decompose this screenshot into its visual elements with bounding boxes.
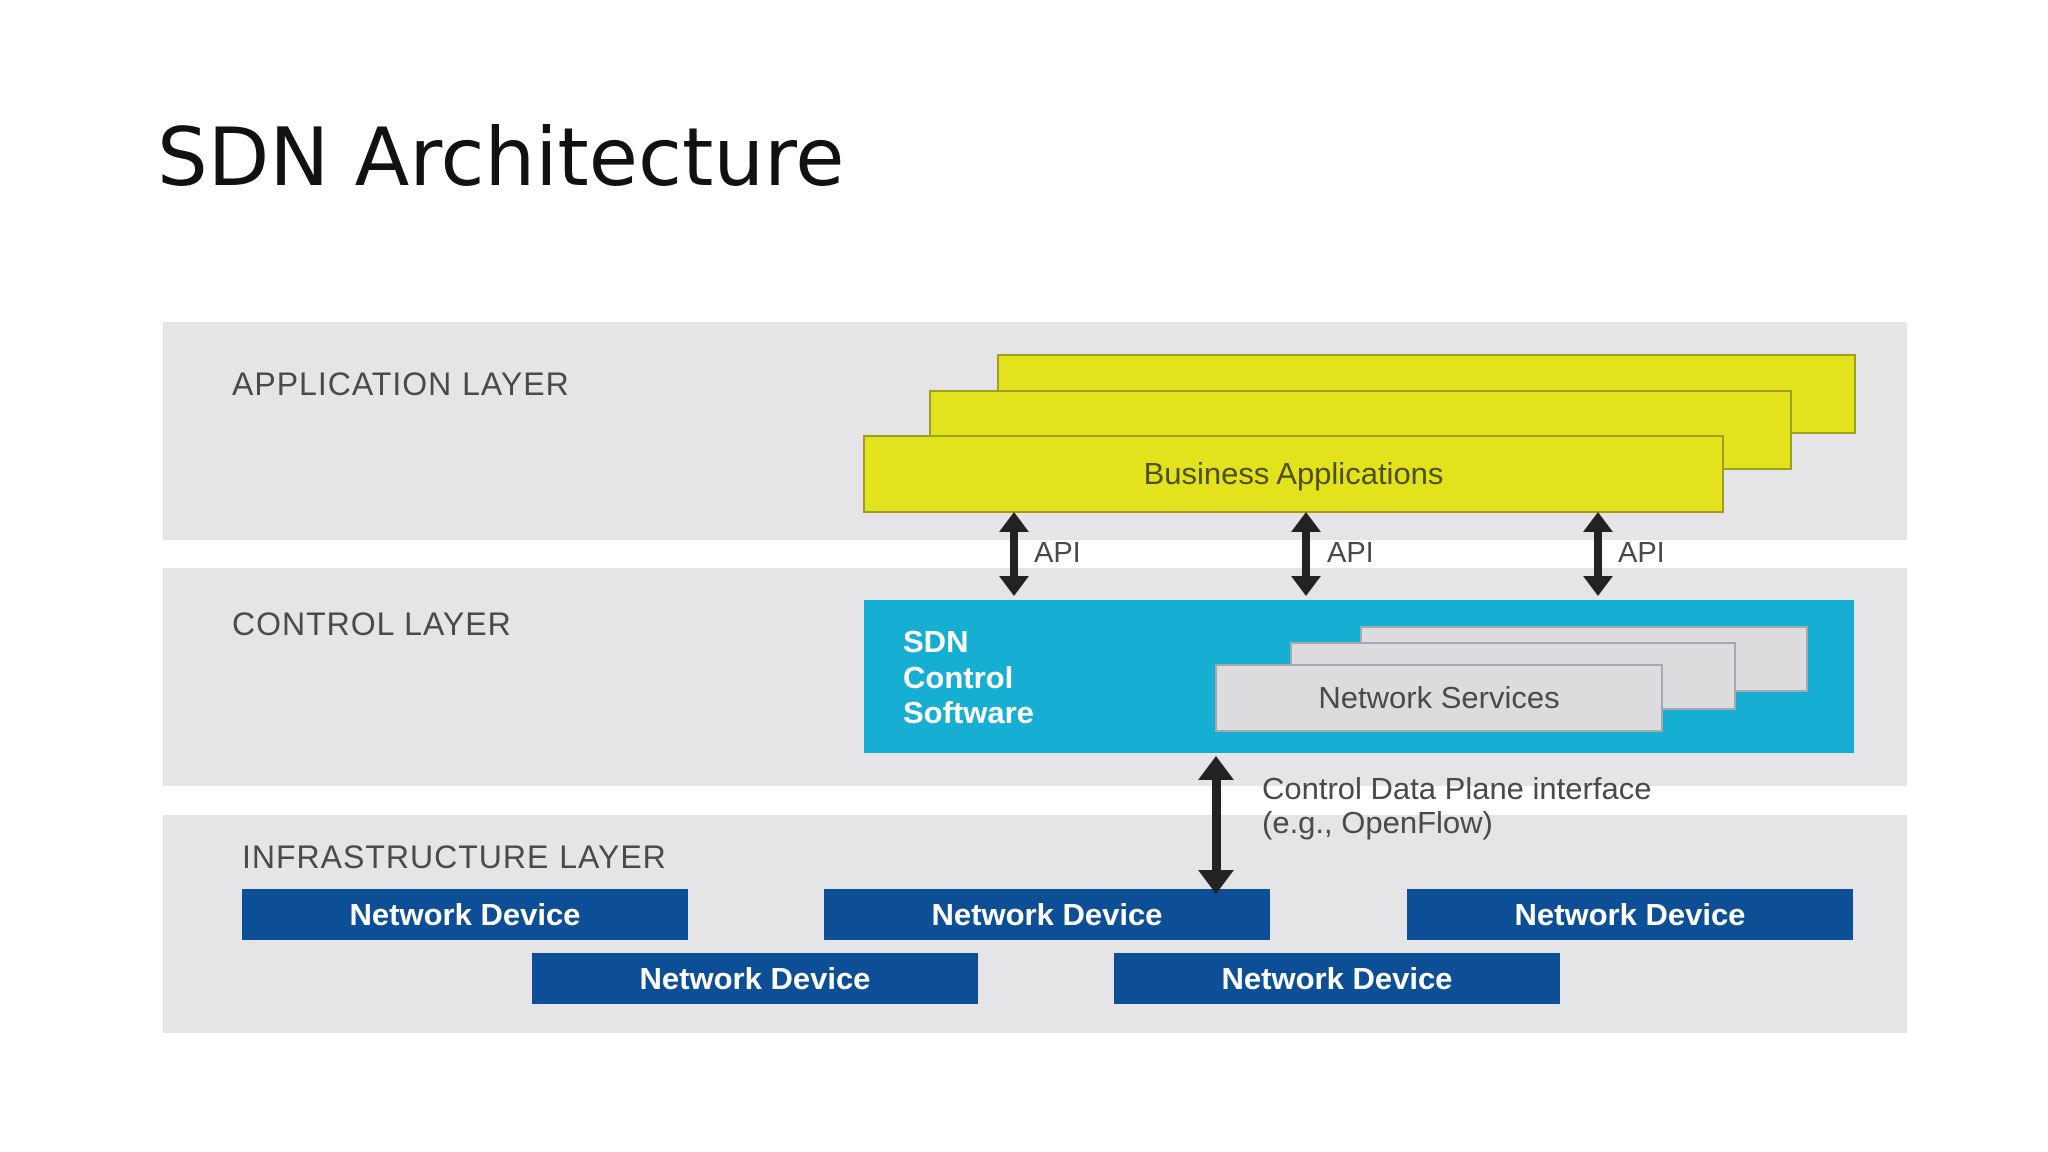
sdn-control-software-line-3: Software [903, 695, 1034, 731]
network-device-label: Network Device [1514, 896, 1746, 932]
business-application-box-front: Business Applications [863, 435, 1724, 513]
application-layer-label: APPLICATION LAYER [232, 366, 570, 402]
sdn-control-software-line-2: Control [903, 659, 1014, 695]
interface-label-line-1: Control Data Plane interface [1262, 771, 1652, 806]
slide-title: SDN Architecture [157, 111, 845, 204]
network-services-label: Network Services [1318, 680, 1560, 715]
control-layer-label: CONTROL LAYER [232, 606, 512, 642]
sdn-control-software-line-1: SDN [903, 624, 969, 659]
network-device-4: Network Device [532, 953, 978, 1004]
api-label-3: API [1618, 537, 1665, 569]
api-label-1: API [1034, 537, 1081, 569]
network-device-label: Network Device [1221, 960, 1453, 996]
network-device-label: Network Device [639, 960, 871, 996]
api-label-2: API [1327, 537, 1374, 569]
interface-label-line-2: (e.g., OpenFlow) [1262, 805, 1493, 841]
network-device-label: Network Device [349, 896, 581, 932]
network-device-2: Network Device [824, 889, 1270, 940]
network-device-1: Network Device [242, 889, 688, 940]
network-device-3: Network Device [1407, 889, 1853, 940]
sdn-control-software-label: SDN Control Software [903, 624, 1034, 731]
infrastructure-layer-label: INFRASTRUCTURE LAYER [242, 839, 667, 875]
network-device-5: Network Device [1114, 953, 1560, 1004]
control-data-plane-interface-label: Control Data Plane interface (e.g., Open… [1262, 771, 1652, 841]
business-applications-label: Business Applications [1143, 456, 1444, 491]
network-services-box-front: Network Services [1215, 664, 1663, 732]
network-device-label: Network Device [931, 896, 1163, 932]
